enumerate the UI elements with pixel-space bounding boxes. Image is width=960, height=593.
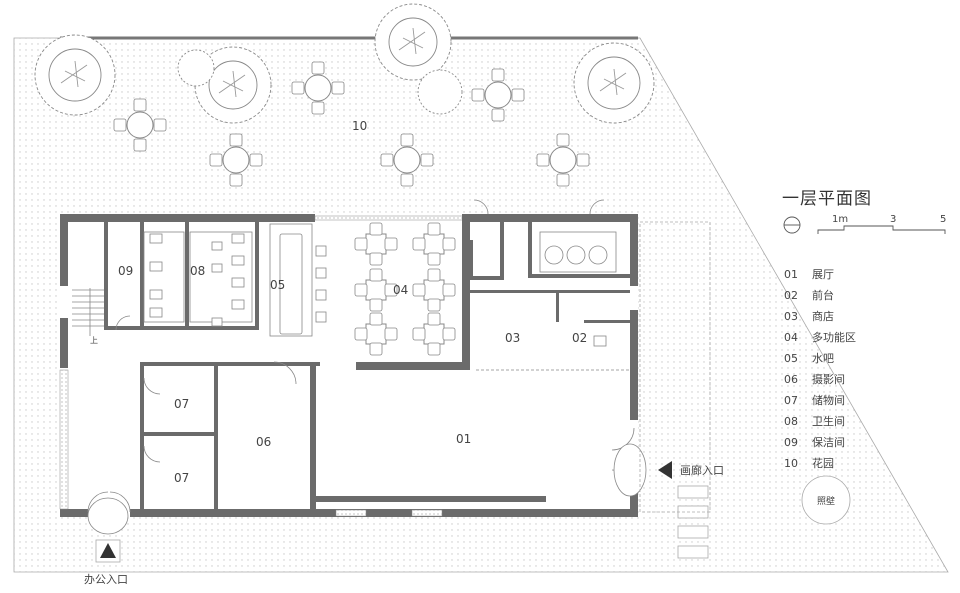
scale-label-5: 5 [940,214,946,225]
north-arrow [783,216,801,234]
room-tag-08: 08 [190,264,205,278]
legend-code: 02 [784,289,798,302]
stepping-pads [639,221,711,559]
multifunction-tables [354,222,456,356]
legend-room-name: 卫生间 [812,415,845,428]
legend-item: 02 前台 [784,285,856,306]
room-tag-01: 01 [456,432,471,446]
legend-room-name: 保洁间 [812,436,845,449]
office-entrance-label: 办公入口 [84,573,128,586]
legend-item: 04 多功能区 [784,327,856,348]
legend-item: 05 水吧 [784,348,856,369]
legend-room-name: 花园 [812,457,834,470]
water-bar-furniture [279,233,327,335]
room-tag-04: 04 [393,283,408,297]
legend-code: 03 [784,310,798,323]
scale-label-3: 3 [890,214,896,225]
plan-title: 一层平面图 [782,189,872,209]
legend-code: 07 [784,394,798,407]
legend-room-name: 展厅 [812,268,834,281]
tree [194,46,272,124]
screen-wall-label: 照壁 [817,495,835,507]
trees [34,3,655,124]
legend-item: 10 花园 [784,453,856,474]
entry-doors [87,443,647,535]
legend-room-name: 前台 [812,289,834,302]
room-tag-06: 06 [256,435,271,449]
legend-room-name: 摄影间 [812,373,845,386]
scale-bar [817,225,946,234]
scale-label-1m: 1m [832,214,848,225]
legend-code: 01 [784,268,798,281]
room-legend: 01 展厅 02 前台 03 商店 04 多功能区 05 水吧 06 摄影间 07 储物间 08 卫生间 09 保… [784,264,856,474]
stair-up-label: 上 [90,336,98,345]
room-tag-09: 09 [118,264,133,278]
legend-item: 09 保洁间 [784,432,856,453]
legend-code: 05 [784,352,798,365]
garden-tables [113,61,590,187]
interior-lines [72,223,630,371]
tree [573,42,655,124]
tree [417,69,463,115]
legend-room-name: 商店 [812,310,834,323]
legend-code: 06 [784,373,798,386]
interior-walls [104,214,630,512]
toilet-fixtures [149,233,608,347]
tree [34,34,116,116]
room-tag-07a: 07 [174,397,189,411]
room-tag-03: 03 [505,331,520,345]
gallery-entrance-arrow [658,461,672,479]
legend-room-name: 储物间 [812,394,845,407]
legend-item: 01 展厅 [784,264,856,285]
legend-room-name: 水吧 [812,352,834,365]
room-tag-05: 05 [270,278,285,292]
legend-item: 06 摄影间 [784,369,856,390]
legend-code: 08 [784,415,798,428]
legend-item: 03 商店 [784,306,856,327]
screen-wall [801,475,851,525]
exterior-walls [60,214,638,517]
legend-code: 10 [784,457,798,470]
tree [177,49,215,87]
legend-room-name: 多功能区 [812,331,856,344]
legend-item: 07 储物间 [784,390,856,411]
room-tag-07b: 07 [174,471,189,485]
office-entrance-arrow [100,543,116,558]
legend-code: 04 [784,331,798,344]
tree [374,3,452,81]
gallery-entrance-label: 画廊入口 [680,463,724,477]
room-tag-10: 10 [352,119,367,133]
legend-code: 09 [784,436,798,449]
legend-item: 08 卫生间 [784,411,856,432]
room-tag-02: 02 [572,331,587,345]
room-tags: 01 02 03 04 05 06 07 07 08 09 10 [118,119,587,485]
